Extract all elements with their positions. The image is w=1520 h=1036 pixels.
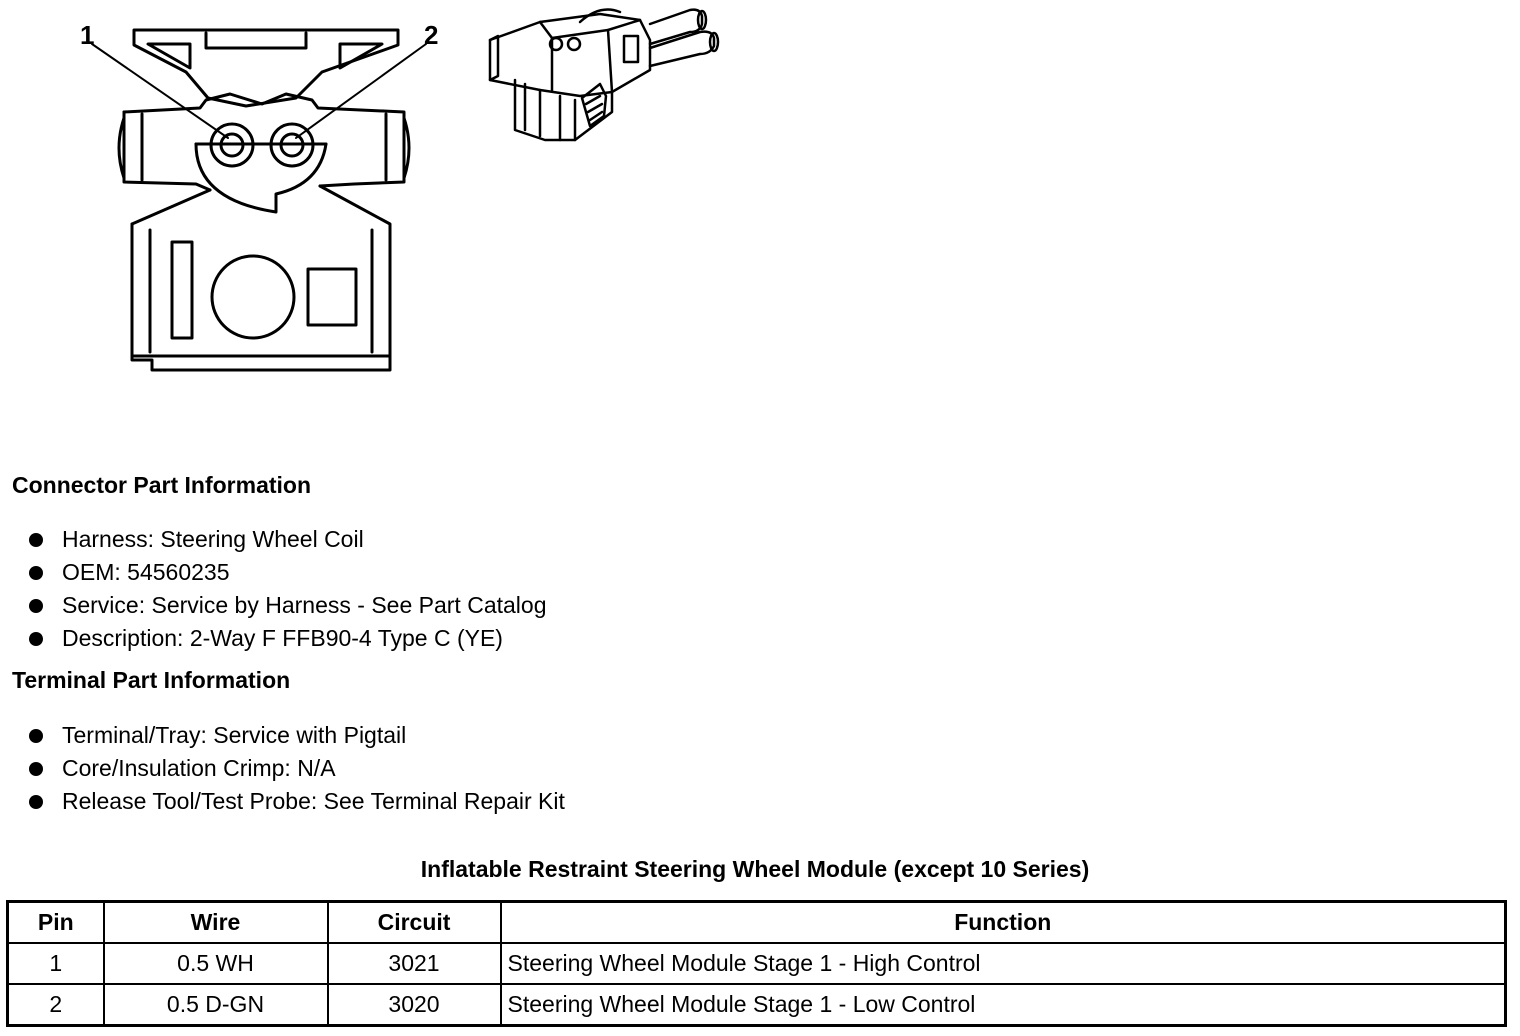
bullet-icon [29, 729, 43, 743]
table-row: 1 0.5 WH 3021 Steering Wheel Module Stag… [6, 942, 1507, 985]
terminal-tray-text: Terminal/Tray: Service with Pigtail [62, 722, 407, 748]
wire-cell: 0.5 WH [102, 942, 329, 985]
list-item: Core/Insulation Crimp: N/A [12, 752, 565, 785]
connector-illustration: 1 2 [0, 0, 760, 400]
column-header-circuit: Circuit [326, 900, 502, 944]
bullet-icon [29, 566, 43, 580]
wire-cell: 0.5 D-GN [102, 983, 329, 1027]
connector-3d-view-icon [488, 8, 720, 142]
pin-table: Pin Wire Circuit Function 1 0.5 WH 3021 … [6, 900, 1507, 1027]
connector-part-info-list: Harness: Steering Wheel Coil OEM: 545602… [12, 523, 546, 655]
list-item: Harness: Steering Wheel Coil [12, 523, 546, 556]
list-item: Terminal/Tray: Service with Pigtail [12, 719, 565, 752]
table-row: 2 0.5 D-GN 3020 Steering Wheel Module St… [6, 983, 1507, 1027]
column-header-function: Function [499, 900, 1507, 944]
list-item: Release Tool/Test Probe: See Terminal Re… [12, 785, 565, 818]
service-text: Service: Service by Harness - See Part C… [62, 592, 547, 618]
list-item: OEM: 54560235 [12, 556, 546, 589]
list-item: Service: Service by Harness - See Part C… [12, 589, 546, 622]
connector-part-info-heading: Connector Part Information [12, 472, 312, 498]
bullet-icon [29, 533, 43, 547]
connector-face-view-icon [91, 28, 427, 372]
description-text: Description: 2-Way F FFB90-4 Type C (YE) [62, 625, 503, 651]
harness-text: Harness: Steering Wheel Coil [62, 526, 364, 552]
crimp-text: Core/Insulation Crimp: N/A [62, 755, 336, 781]
bullet-icon [29, 599, 43, 613]
bullet-icon [29, 762, 43, 776]
bullet-icon [29, 795, 43, 809]
function-cell: Steering Wheel Module Stage 1 - High Con… [499, 942, 1507, 985]
oem-text: OEM: 54560235 [62, 559, 230, 585]
column-header-pin: Pin [6, 900, 105, 944]
callout-1: 1 [80, 20, 94, 50]
circuit-cell: 3021 [326, 942, 502, 985]
terminal-part-info-list: Terminal/Tray: Service with Pigtail Core… [12, 719, 565, 818]
circuit-cell: 3020 [326, 983, 502, 1027]
list-item: Description: 2-Way F FFB90-4 Type C (YE) [12, 622, 546, 655]
column-header-wire: Wire [102, 900, 329, 944]
callout-2: 2 [424, 20, 438, 50]
release-tool-text: Release Tool/Test Probe: See Terminal Re… [62, 788, 565, 814]
pin-cell: 1 [6, 942, 105, 985]
table-header-row: Pin Wire Circuit Function [6, 900, 1507, 944]
pin-table-caption: Inflatable Restraint Steering Wheel Modu… [420, 856, 1090, 882]
bullet-icon [29, 632, 43, 646]
terminal-part-info-heading: Terminal Part Information [12, 667, 291, 693]
function-cell: Steering Wheel Module Stage 1 - Low Cont… [499, 983, 1507, 1027]
pin-cell: 2 [6, 983, 105, 1027]
